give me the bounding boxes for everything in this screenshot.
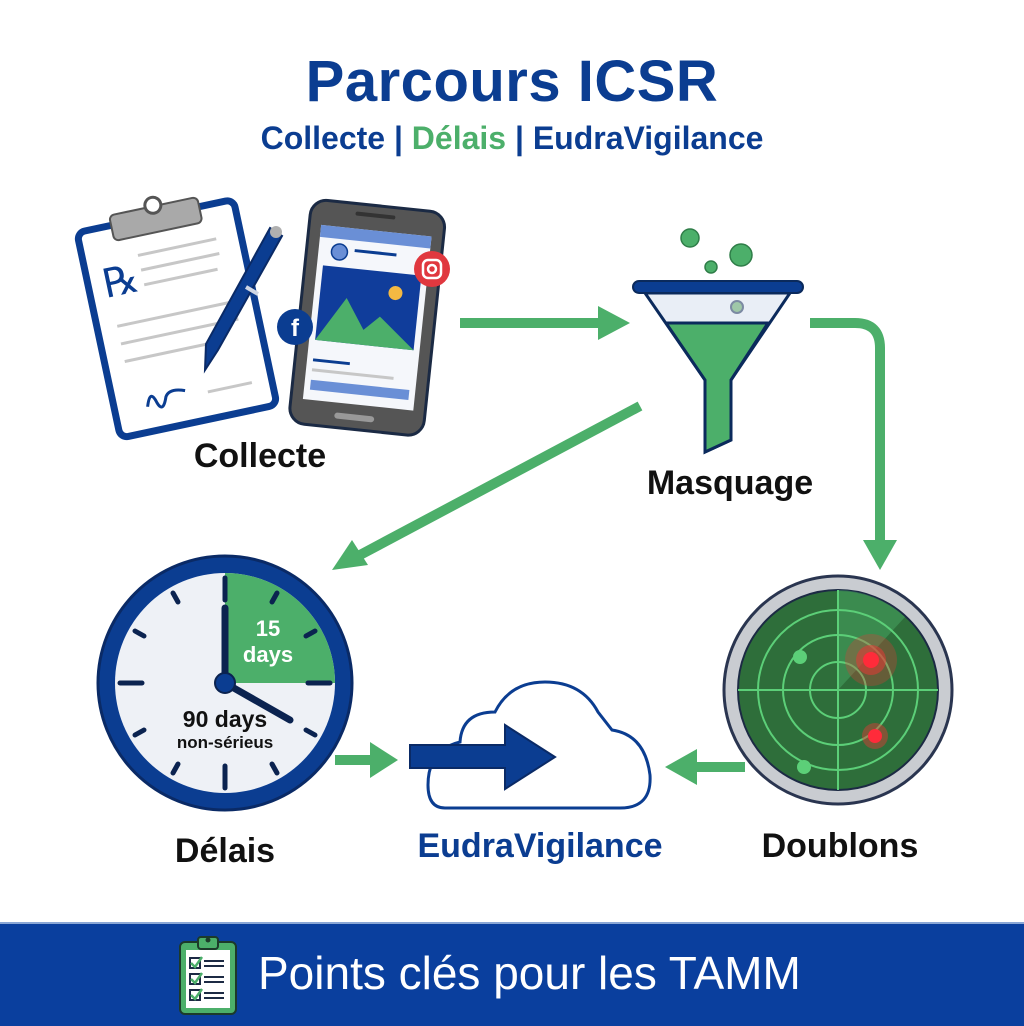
arrow-masquage-to-doublons: [810, 318, 897, 570]
cloud-upload-icon: [409, 680, 652, 810]
serious-days-unit: days: [242, 642, 294, 667]
step-label-doublons: Doublons: [761, 827, 919, 865]
clipboard-icon: ℞: [74, 195, 280, 441]
subtitle-sep-2: |: [506, 120, 533, 156]
non-serious-label: non-sérieus: [176, 733, 274, 752]
subtitle-delais: Délais: [411, 120, 507, 156]
arrow-masquage-to-delais: [332, 401, 643, 570]
serious-days-value: 15: [255, 616, 281, 641]
step-label-collecte: Collecte: [193, 437, 327, 475]
checklist-clipboard-icon: [179, 936, 237, 1015]
page-subtitle: Collecte | Délais | EudraVigilance: [0, 120, 1024, 157]
clock-serious-deadline: 15 days: [238, 616, 298, 668]
non-serious-days-value: 90 days: [182, 706, 268, 732]
arrow-doublons-to-eudravigilance: [665, 749, 745, 785]
arrow-collecte-to-masquage: [460, 306, 630, 340]
arrow-delais-to-eudravigilance: [335, 742, 398, 778]
funnel-icon: [632, 228, 804, 455]
svg-text:f: f: [291, 315, 300, 342]
clock-non-serious-deadline: 90 days non-sérieus: [150, 706, 300, 753]
step-label-delais: Délais: [174, 832, 276, 870]
social-phone-icon: [288, 198, 447, 437]
instagram-icon: [414, 251, 450, 287]
key-points-banner: Points clés pour les TAMM: [0, 922, 1024, 1026]
step-label-eudravigilance: EudraVigilance: [417, 827, 663, 865]
subtitle-eudravigilance: EudraVigilance: [532, 120, 764, 156]
step-label-masquage: Masquage: [646, 464, 814, 502]
page-title: Parcours ICSR: [305, 49, 719, 114]
facebook-icon: f: [277, 309, 313, 345]
banner-text: Points clés pour les TAMM: [258, 947, 801, 999]
clock-icon: [96, 554, 354, 812]
pen-icon: [203, 226, 284, 374]
subtitle-collecte: Collecte: [260, 120, 386, 156]
radar-icon: [722, 574, 954, 806]
subtitle-sep-1: |: [385, 120, 412, 156]
